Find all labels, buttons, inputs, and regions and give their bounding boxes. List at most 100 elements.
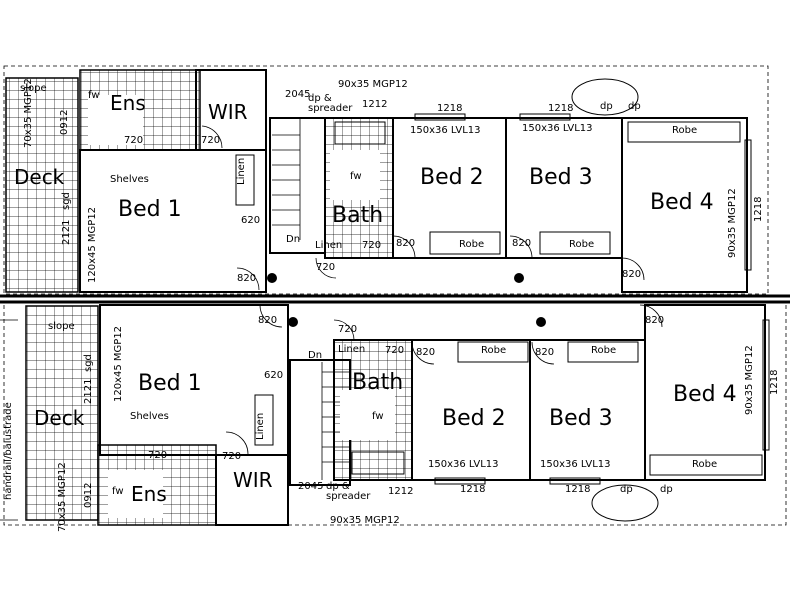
dim-620-lower: 620	[264, 370, 284, 381]
smoke-detector-icon	[288, 317, 298, 327]
dim-820b-lower: 820	[416, 347, 436, 358]
dim-720d-upper: 720	[316, 262, 336, 273]
robe-label-bed4-upper: Robe	[672, 125, 698, 136]
dim-1218a-lower: 1218	[460, 484, 486, 495]
dim-lvl-bed3-lower: 150x36 LVL13	[540, 459, 611, 470]
dim-lvl-bed2-lower: 150x36 LVL13	[428, 459, 499, 470]
eaves-outline-lower	[3, 302, 787, 526]
room-label-ens-lower: Ens	[131, 482, 167, 506]
room-label-bath-upper: Bath	[332, 203, 384, 228]
robe-bed4-upper	[627, 121, 741, 143]
fw-label-upper: fw	[88, 90, 100, 101]
dim-820b-upper: 820	[396, 238, 416, 249]
robe-label-bed3-upper: Robe	[569, 239, 595, 250]
dim-1218b-lower: 1218	[565, 484, 591, 495]
slope-label-upper: slope	[20, 83, 47, 94]
dim-2045-upper: 2045	[285, 89, 311, 100]
linen-upper	[235, 154, 255, 206]
dim-1212-upper: 1212	[362, 99, 388, 110]
dp-spreader-label-upper: dp &	[308, 93, 332, 104]
dim-820c-lower: 820	[535, 347, 555, 358]
robe-bed3-upper	[539, 231, 611, 255]
dim-mgp-bed4-lower: 90x35 MGP12	[744, 345, 755, 415]
slope-label-lower: slope	[48, 321, 75, 332]
bed1-upper	[79, 149, 267, 293]
bed4-lower	[644, 304, 766, 481]
robe-bed3-lower	[567, 341, 639, 363]
dim-720b-lower: 720	[222, 451, 242, 462]
linen-bath-label-lower: Linen	[338, 344, 366, 355]
shelves-label-lower: Shelves	[130, 411, 169, 422]
dim-mgp-ens-lower: 70x35 MGP12	[57, 462, 68, 532]
dim-620-upper: 620	[241, 215, 261, 226]
room-label-bed3-lower: Bed 3	[549, 406, 613, 431]
dim-1212-lower: 1212	[388, 486, 414, 497]
dim-1218a-upper: 1218	[437, 103, 463, 114]
dim-720d-lower: 720	[338, 324, 358, 335]
window-bed2-lower	[434, 477, 486, 485]
shelves-label-upper: Shelves	[110, 174, 149, 185]
bed1-lower	[99, 304, 289, 456]
dim-mgp-bed4-upper: 90x35 MGP12	[727, 188, 738, 258]
bathtub-upper	[334, 121, 386, 145]
dim-1218c-upper: 1218	[753, 196, 764, 222]
robe-label-bed2-upper: Robe	[459, 239, 485, 250]
dim-beam-bottom: 90x35 MGP12	[330, 515, 400, 526]
dim-820a-lower: 820	[258, 315, 278, 326]
smoke-detector-icon	[267, 273, 277, 283]
linen-lower	[254, 394, 274, 446]
robe-label-bed3-lower: Robe	[591, 345, 617, 356]
robe-label-bed2-lower: Robe	[481, 345, 507, 356]
window-bed3-upper	[519, 113, 571, 121]
dim-720a-upper: 720	[124, 135, 144, 146]
dp-label-lower: dp	[620, 484, 633, 495]
fw-label-bath-lower: fw	[372, 411, 384, 422]
room-label-deck-lower: Deck	[34, 406, 85, 430]
dim-mgp-bed1-upper: 120x45 MGP12	[87, 206, 98, 283]
stair-upper	[269, 117, 326, 254]
dim-lvl-bed2-upper: 150x36 LVL13	[410, 125, 481, 136]
room-label-bed4-lower: Bed 4	[673, 382, 737, 407]
dp-loop-lower	[591, 484, 659, 522]
room-label-bath-lower: Bath	[352, 370, 404, 395]
dim-720b-upper: 720	[201, 135, 221, 146]
room-label-ens-upper: Ens	[110, 91, 146, 115]
dp2-label-lower: dp	[660, 484, 673, 495]
window-bed4-lower	[762, 319, 770, 451]
window-bed4-upper	[744, 139, 752, 271]
linen-bath-label-upper: Linen	[315, 240, 343, 251]
dn-label-upper: Dn	[286, 234, 301, 245]
spreader-label-lower: spreader	[326, 491, 371, 502]
room-label-bed3-upper: Bed 3	[529, 165, 593, 190]
room-label-bed1-upper: Bed 1	[118, 197, 182, 222]
robe-bed4-lower	[649, 454, 763, 476]
dim-1218b-upper: 1218	[548, 103, 574, 114]
dim-820d-lower: 820	[645, 315, 665, 326]
dim-720c-lower: 720	[385, 345, 405, 356]
room-label-bed2-upper: Bed 2	[420, 165, 484, 190]
deck-tiles-upper	[5, 77, 79, 293]
dim-2121-upper: 2121	[61, 219, 72, 245]
dim-820c-upper: 820	[512, 238, 532, 249]
dim-mgp-bed1-lower: 120x45 MGP12	[113, 325, 124, 402]
dim-820a-upper: 820	[237, 273, 257, 284]
dim-1218c-lower: 1218	[769, 369, 780, 395]
dp-spreader-label-lower: dp &	[326, 481, 350, 492]
dim-720a-lower: 720	[148, 450, 168, 461]
room-label-wir-lower: WIR	[233, 468, 273, 492]
linen-label-upper: Linen	[236, 157, 247, 185]
dim-mgp-ens-upper: 70x35 MGP12	[23, 78, 34, 148]
window-bed3-lower	[549, 477, 601, 485]
dim-720c-upper: 720	[362, 240, 382, 251]
eaves-outline-upper	[3, 65, 769, 295]
window-bed2-upper	[414, 113, 466, 121]
smoke-detector-icon	[536, 317, 546, 327]
room-label-bed4-upper: Bed 4	[650, 190, 714, 215]
sgd-label-lower: sgd	[83, 354, 94, 372]
room-label-bed2-lower: Bed 2	[442, 406, 506, 431]
dim-820d-upper: 820	[622, 269, 642, 280]
smoke-detector-icon	[514, 273, 524, 283]
dim-2121-lower: 2121	[83, 378, 94, 404]
bed4-upper	[621, 117, 748, 293]
